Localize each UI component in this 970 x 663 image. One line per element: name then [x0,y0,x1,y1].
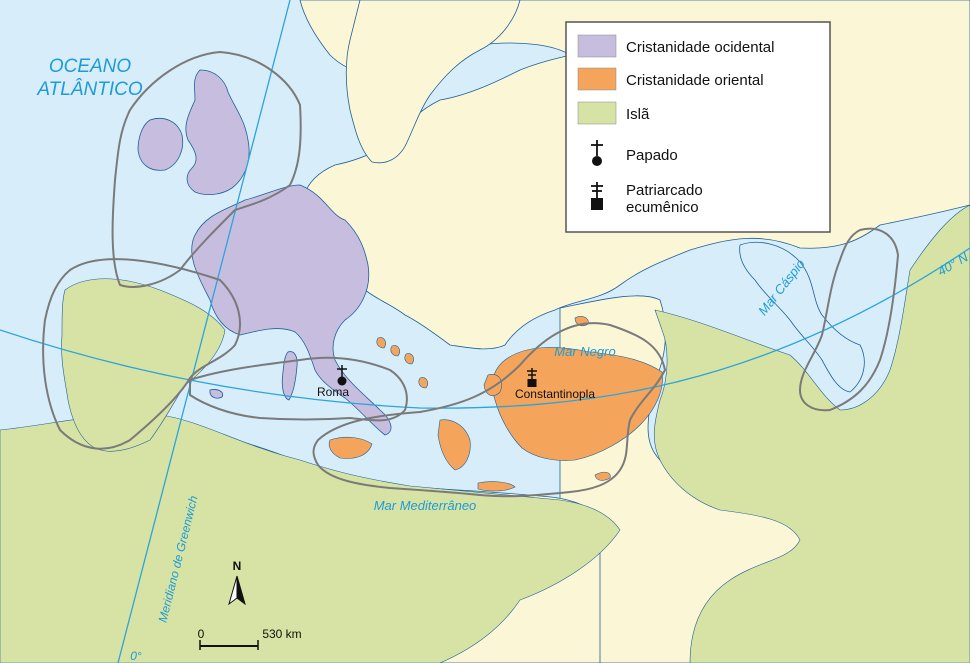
scale-zero-label: 0 [198,627,205,641]
compass-rose: N [228,559,246,606]
ocean-label-line2: ATLÂNTICO [36,78,142,100]
scale-bar: 0 530 km [198,627,302,650]
western-continental [191,184,392,436]
eastern-cyprus [594,471,611,481]
eastern-thrace [483,374,502,396]
western-balearic [209,389,224,399]
constantinople-label: Constantinopla [515,387,595,401]
region-boundaries [42,50,900,498]
compass-arrow-right-icon [236,575,246,606]
rome-marker: Roma [317,365,349,399]
western-sardinia [281,351,298,401]
black-sea-label: Mar Negro [554,344,615,359]
boundary-eastern [312,322,667,498]
land-scandinavia [345,0,521,164]
mediterranean-label: Mar Mediterrâneo [374,498,477,513]
patriarchate-square-icon [527,379,537,387]
islam-regions [0,204,970,663]
boundary-caspian [798,227,900,412]
zero-degree-label: 0° [130,649,142,663]
legend-swatch-eastern [577,67,617,91]
islam-iberia [61,278,226,452]
legend-papacy-icon [591,140,603,166]
legend-label-patriarchate: Patriarcado [626,182,703,199]
legend-label-patriarchate-line2: ecumênico [626,199,699,216]
eastern-greece [437,419,471,471]
caspian-sea-water [739,241,865,393]
western-great-britain [185,69,250,196]
scale-distance-label: 530 km [262,627,301,641]
western-christianity-regions [137,69,392,436]
legend-label-islam: Islã [626,106,650,123]
islam-middle-east [653,204,970,663]
legend-label-western: Cristanidade ocidental [626,39,774,56]
legend-swatch-western [577,34,617,58]
eastern-crete [477,481,516,492]
eastern-sicily [328,436,373,459]
eastern-dalmatia-1 [376,337,386,349]
legend: Cristanidade ocidental Cristanidade orie… [565,21,831,233]
papacy-dot-icon [337,376,347,386]
constantinople-marker: Constantinopla [515,368,595,401]
rome-label: Roma [317,385,349,399]
boundary-western-mediterranean [189,356,408,422]
legend-swatch-islam [577,101,617,125]
western-ireland [137,118,184,171]
legend-patriarchate-icon [591,182,603,210]
ocean-label-line1: OCEANO [49,56,132,77]
boundary-british-isles [111,50,302,288]
legend-label-eastern: Cristanidade oriental [626,72,764,89]
boundary-iberia [42,258,241,450]
eastern-dalmatia-4 [418,377,428,389]
eastern-dalmatia-3 [404,353,414,365]
compass-north-letter: N [233,559,242,573]
eastern-dalmatia-2 [390,345,400,357]
legend-label-papacy: Papado [626,147,678,164]
greenwich-meridian-line [117,0,291,663]
